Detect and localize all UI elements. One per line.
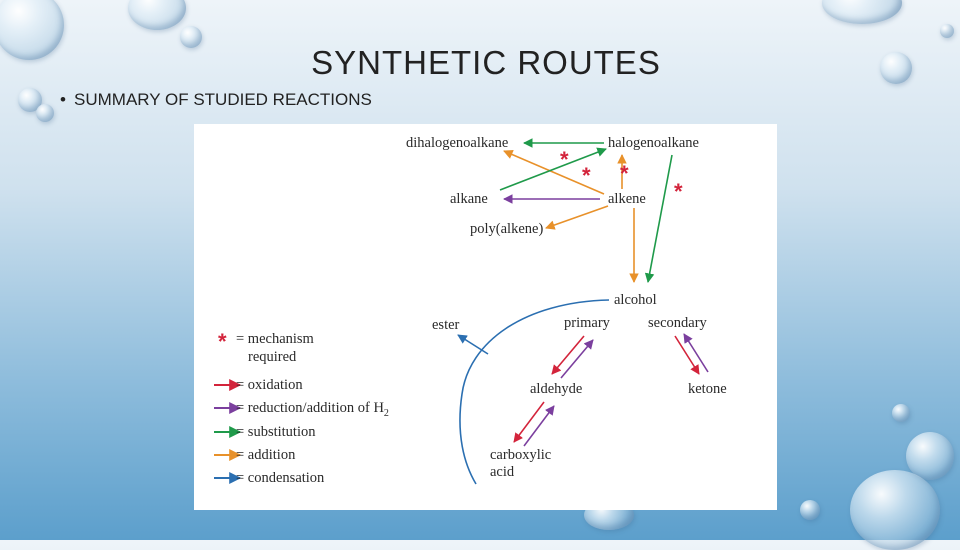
node-secondary: secondary — [648, 315, 707, 331]
slide-title: SYNTHETIC ROUTES — [311, 44, 661, 81]
reaction-arrows — [214, 138, 709, 485]
legend-mechanism: = mechanism required — [236, 330, 314, 366]
node-ester: ester — [432, 317, 460, 333]
reaction-diagram: dihalogenoalkane halogenoalkane alkane a… — [194, 124, 777, 510]
legend-substitution: = substitution — [236, 424, 316, 440]
node-halogenoalkane: halogenoalkane — [608, 135, 699, 151]
carboxylic-acid-line1: carboxylic — [490, 447, 552, 463]
legend-addition: = addition — [236, 447, 296, 463]
legend-star-symbol: * — [218, 329, 227, 354]
water-droplet-decoration — [892, 404, 910, 422]
arrow-reduction-carboxylic-acid-to-aldehyde — [523, 405, 555, 447]
arrow-condensation-arc — [459, 299, 610, 485]
node-polyalkene: poly(alkene) — [470, 221, 544, 237]
mechanism-star: * — [620, 161, 629, 186]
node-dihalogenoalkane: dihalogenoalkane — [406, 135, 509, 151]
arrow-condensation-to-ester — [457, 334, 489, 355]
arrow-substitution-halogenoalkane-to-alcohol — [644, 154, 673, 283]
bullet-item: • SUMMARY OF STUDIED REACTIONS — [60, 90, 372, 110]
node-alkane: alkane — [450, 191, 488, 207]
water-droplet-decoration — [940, 24, 954, 38]
node-ketone: ketone — [688, 381, 727, 397]
water-droplet-decoration — [822, 0, 902, 24]
arrow-oxidation-secondary-to-ketone — [674, 335, 700, 375]
node-primary: primary — [564, 315, 610, 331]
water-droplet-decoration — [128, 0, 186, 30]
water-droplet-decoration — [0, 0, 64, 60]
arrow-reduction-ketone-to-secondary — [683, 333, 709, 373]
node-carboxylic-acid: carboxylic acid — [490, 447, 551, 481]
mechanism-star: * — [560, 147, 569, 172]
water-droplet-decoration — [36, 104, 54, 122]
legend-reduction: = reduction/addition of H2 — [236, 400, 389, 422]
legend-mechanism-line2: required — [248, 349, 297, 365]
arrow-addition-alkene-to-dihalogenoalkane — [503, 150, 605, 195]
legend-reduction-subscript: 2 — [383, 407, 389, 419]
bullet-marker: • — [60, 90, 66, 109]
arrow-substitution-alkane-to-halogenoalkane — [499, 147, 607, 191]
water-droplet-decoration — [880, 52, 912, 84]
node-aldehyde: aldehyde — [530, 381, 583, 397]
water-droplet-decoration — [906, 432, 954, 480]
carboxylic-acid-line2: acid — [490, 464, 515, 480]
arrow-oxidation-aldehyde-to-carboxylic-acid — [513, 401, 545, 443]
arrow-oxidation-primary-to-aldehyde — [551, 335, 585, 375]
arrow-addition-alkene-to-polyalkene — [545, 205, 609, 230]
node-alcohol: alcohol — [614, 292, 657, 308]
arrow-reduction-aldehyde-to-primary — [560, 339, 594, 379]
legend-mechanism-line1: = mechanism — [236, 331, 314, 347]
water-droplet-decoration — [800, 500, 820, 520]
water-droplet-decoration — [850, 470, 940, 550]
bullet-text: SUMMARY OF STUDIED REACTIONS — [74, 90, 372, 109]
mechanism-star: * — [582, 163, 591, 188]
legend-condensation: = condensation — [236, 470, 325, 486]
water-droplet-decoration — [180, 26, 202, 48]
mechanism-star: * — [674, 179, 683, 204]
node-alkene: alkene — [608, 191, 646, 207]
legend-oxidation: = oxidation — [236, 377, 303, 393]
legend-reduction-text: = reduction/addition of H — [236, 400, 384, 416]
